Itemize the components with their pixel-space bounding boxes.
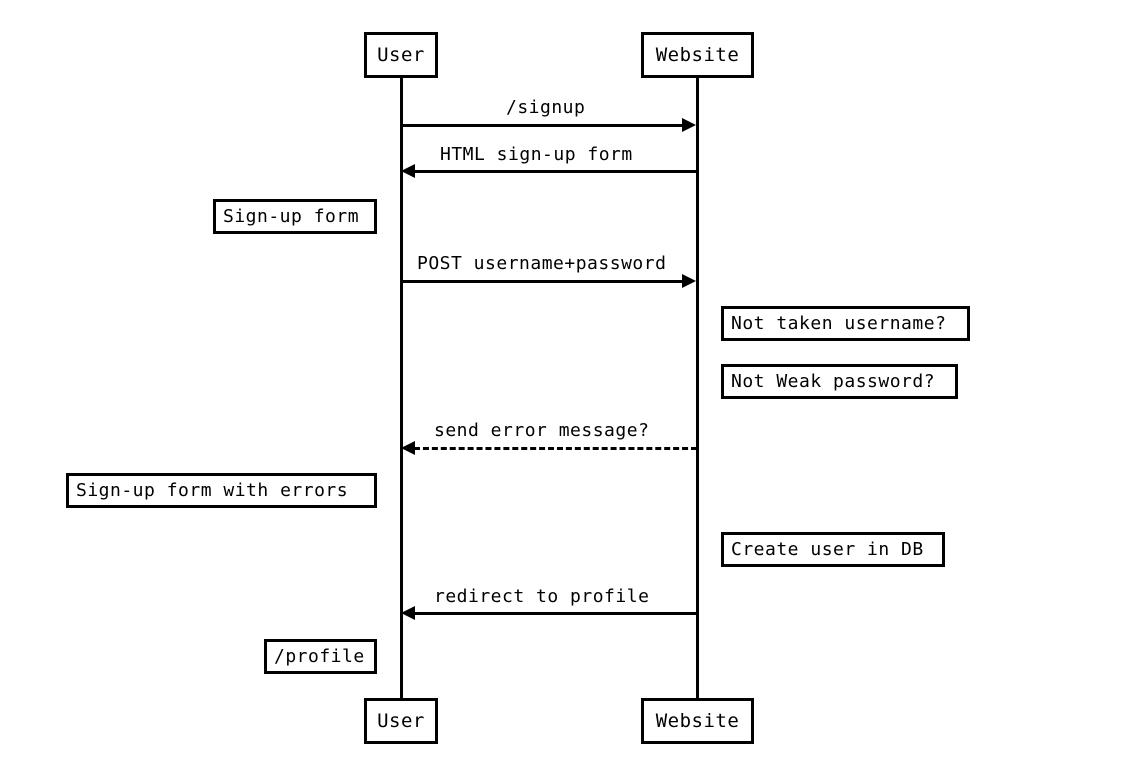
- lifeline-website: [696, 77, 699, 698]
- message-label-signup: /signup: [506, 97, 586, 118]
- participant-footer-website[interactable]: Website: [641, 698, 754, 744]
- note-sign-up-form[interactable]: Sign-up form: [213, 199, 377, 234]
- arrow-head-redirect-to-profile: [401, 606, 415, 620]
- note-sign-up-form-label: Sign-up form: [223, 205, 360, 227]
- message-line-post-credentials: [401, 280, 683, 283]
- participant-header-website-label: Website: [655, 43, 740, 66]
- participant-footer-user-label: User: [377, 709, 425, 732]
- participant-footer-website-label: Website: [655, 709, 740, 732]
- message-line-signup: [401, 124, 683, 127]
- note-create-user-in-db-label: Create user in DB: [731, 538, 924, 560]
- message-label-redirect-to-profile: redirect to profile: [434, 586, 650, 607]
- note-sign-up-form-with-errors-label: Sign-up form with errors: [76, 479, 349, 501]
- message-line-send-error-message: [414, 447, 697, 450]
- arrow-head-send-error-message: [401, 441, 415, 455]
- arrow-head-html-signup-form: [401, 164, 415, 178]
- message-label-post-credentials: POST username+password: [417, 253, 667, 274]
- message-line-redirect-to-profile: [414, 612, 697, 615]
- note-profile-label: /profile: [274, 645, 365, 667]
- note-profile[interactable]: /profile: [264, 639, 377, 674]
- note-not-taken-username[interactable]: Not taken username?: [721, 306, 970, 341]
- participant-header-website[interactable]: Website: [641, 32, 754, 78]
- arrow-head-signup: [682, 118, 696, 132]
- message-line-html-signup-form: [414, 170, 697, 173]
- participant-header-user[interactable]: User: [364, 32, 438, 78]
- arrow-head-post-credentials: [682, 274, 696, 288]
- note-sign-up-form-with-errors[interactable]: Sign-up form with errors: [66, 473, 377, 508]
- note-not-weak-password[interactable]: Not Weak password?: [721, 364, 958, 399]
- message-label-send-error-message: send error message?: [434, 420, 650, 441]
- note-not-weak-password-label: Not Weak password?: [731, 370, 936, 392]
- note-not-taken-username-label: Not taken username?: [731, 312, 947, 334]
- participant-header-user-label: User: [377, 43, 425, 66]
- lifeline-user: [400, 77, 403, 698]
- note-create-user-in-db[interactable]: Create user in DB: [721, 532, 945, 567]
- participant-footer-user[interactable]: User: [364, 698, 438, 744]
- message-label-html-signup-form: HTML sign-up form: [440, 144, 633, 165]
